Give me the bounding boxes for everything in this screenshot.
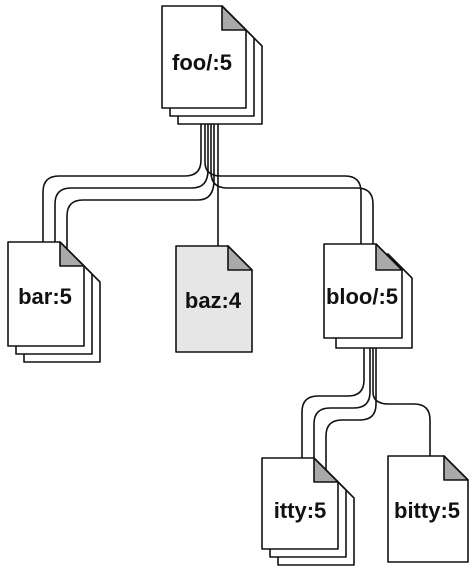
connector-bloo-itty-1 — [301, 338, 365, 460]
node-bar-fold — [59, 241, 85, 267]
node-itty-fold — [313, 457, 339, 483]
connector-bloo-itty-3 — [325, 346, 377, 476]
node-baz: baz:4 — [175, 245, 253, 353]
connector-foo-bloo-2 — [210, 122, 374, 260]
node-bitty-label: bitty:5 — [394, 498, 460, 523]
node-bloo-label: bloo/:5 — [326, 284, 398, 309]
connector-foo-bloo-1 — [204, 118, 362, 252]
node-foo-fold — [221, 5, 247, 31]
connector-foo-bar-2 — [54, 120, 209, 258]
node-bloo-fold — [375, 243, 403, 271]
node-bitty-page-1 — [387, 455, 469, 563]
node-foo-label: foo/:5 — [172, 50, 232, 75]
connector-bloo-bitty — [372, 346, 431, 458]
connector-bloo-itty-2 — [313, 342, 371, 468]
connector-foo-bar-1 — [42, 116, 202, 250]
node-itty-label: itty:5 — [274, 498, 327, 523]
node-foo-page-1 — [161, 5, 247, 109]
node-baz-fold — [227, 245, 253, 271]
node-bar-page-1 — [7, 241, 85, 347]
node-bar: bar:5 — [7, 241, 101, 363]
node-itty: itty:5 — [261, 457, 355, 566]
node-bitty: bitty:5 — [387, 455, 469, 563]
node-bloo: bloo/:5 — [323, 243, 413, 349]
node-foo: foo/:5 — [161, 5, 263, 125]
connector-lines — [42, 116, 431, 476]
node-baz-page-1 — [175, 245, 253, 353]
node-bitty-fold — [443, 455, 469, 481]
connector-foo-bar-3 — [66, 124, 215, 266]
node-bar-label: bar:5 — [18, 284, 72, 309]
node-baz-label: baz:4 — [185, 288, 242, 313]
